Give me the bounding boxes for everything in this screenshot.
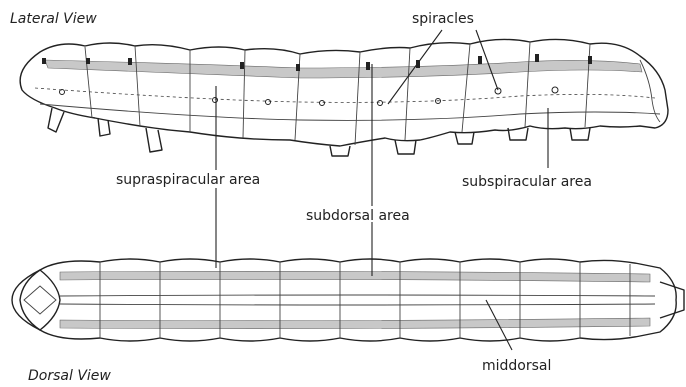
lateral-dorsal-band [45, 60, 642, 78]
lateral-spiracular-line [35, 88, 655, 102]
lateral-view-label: Lateral View [10, 11, 97, 27]
subdorsal-area-label: subdorsal area [306, 208, 410, 224]
dorsal-lower-band [60, 318, 650, 329]
lateral-view-caterpillar [20, 39, 668, 156]
lateral-ventral-line [40, 104, 660, 120]
dorsal-midline-upper [60, 295, 655, 296]
dorsal-tail [660, 282, 684, 318]
subspiracular-area-label: subspiracular area [462, 174, 592, 190]
spiracles-label: spiracles [412, 11, 474, 27]
lateral-thoracic-legs [48, 108, 162, 152]
middorsal-label: middorsal [482, 358, 551, 374]
lateral-spiracle-dots [60, 87, 559, 106]
leader-lines [216, 30, 548, 350]
dorsal-upper-band [60, 271, 650, 282]
supraspiracular-area-label: supraspiracular area [116, 172, 260, 188]
dorsal-midline-lower [60, 304, 655, 305]
dorsal-view-label: Dorsal View [28, 368, 111, 384]
dorsal-view-caterpillar [12, 259, 684, 341]
